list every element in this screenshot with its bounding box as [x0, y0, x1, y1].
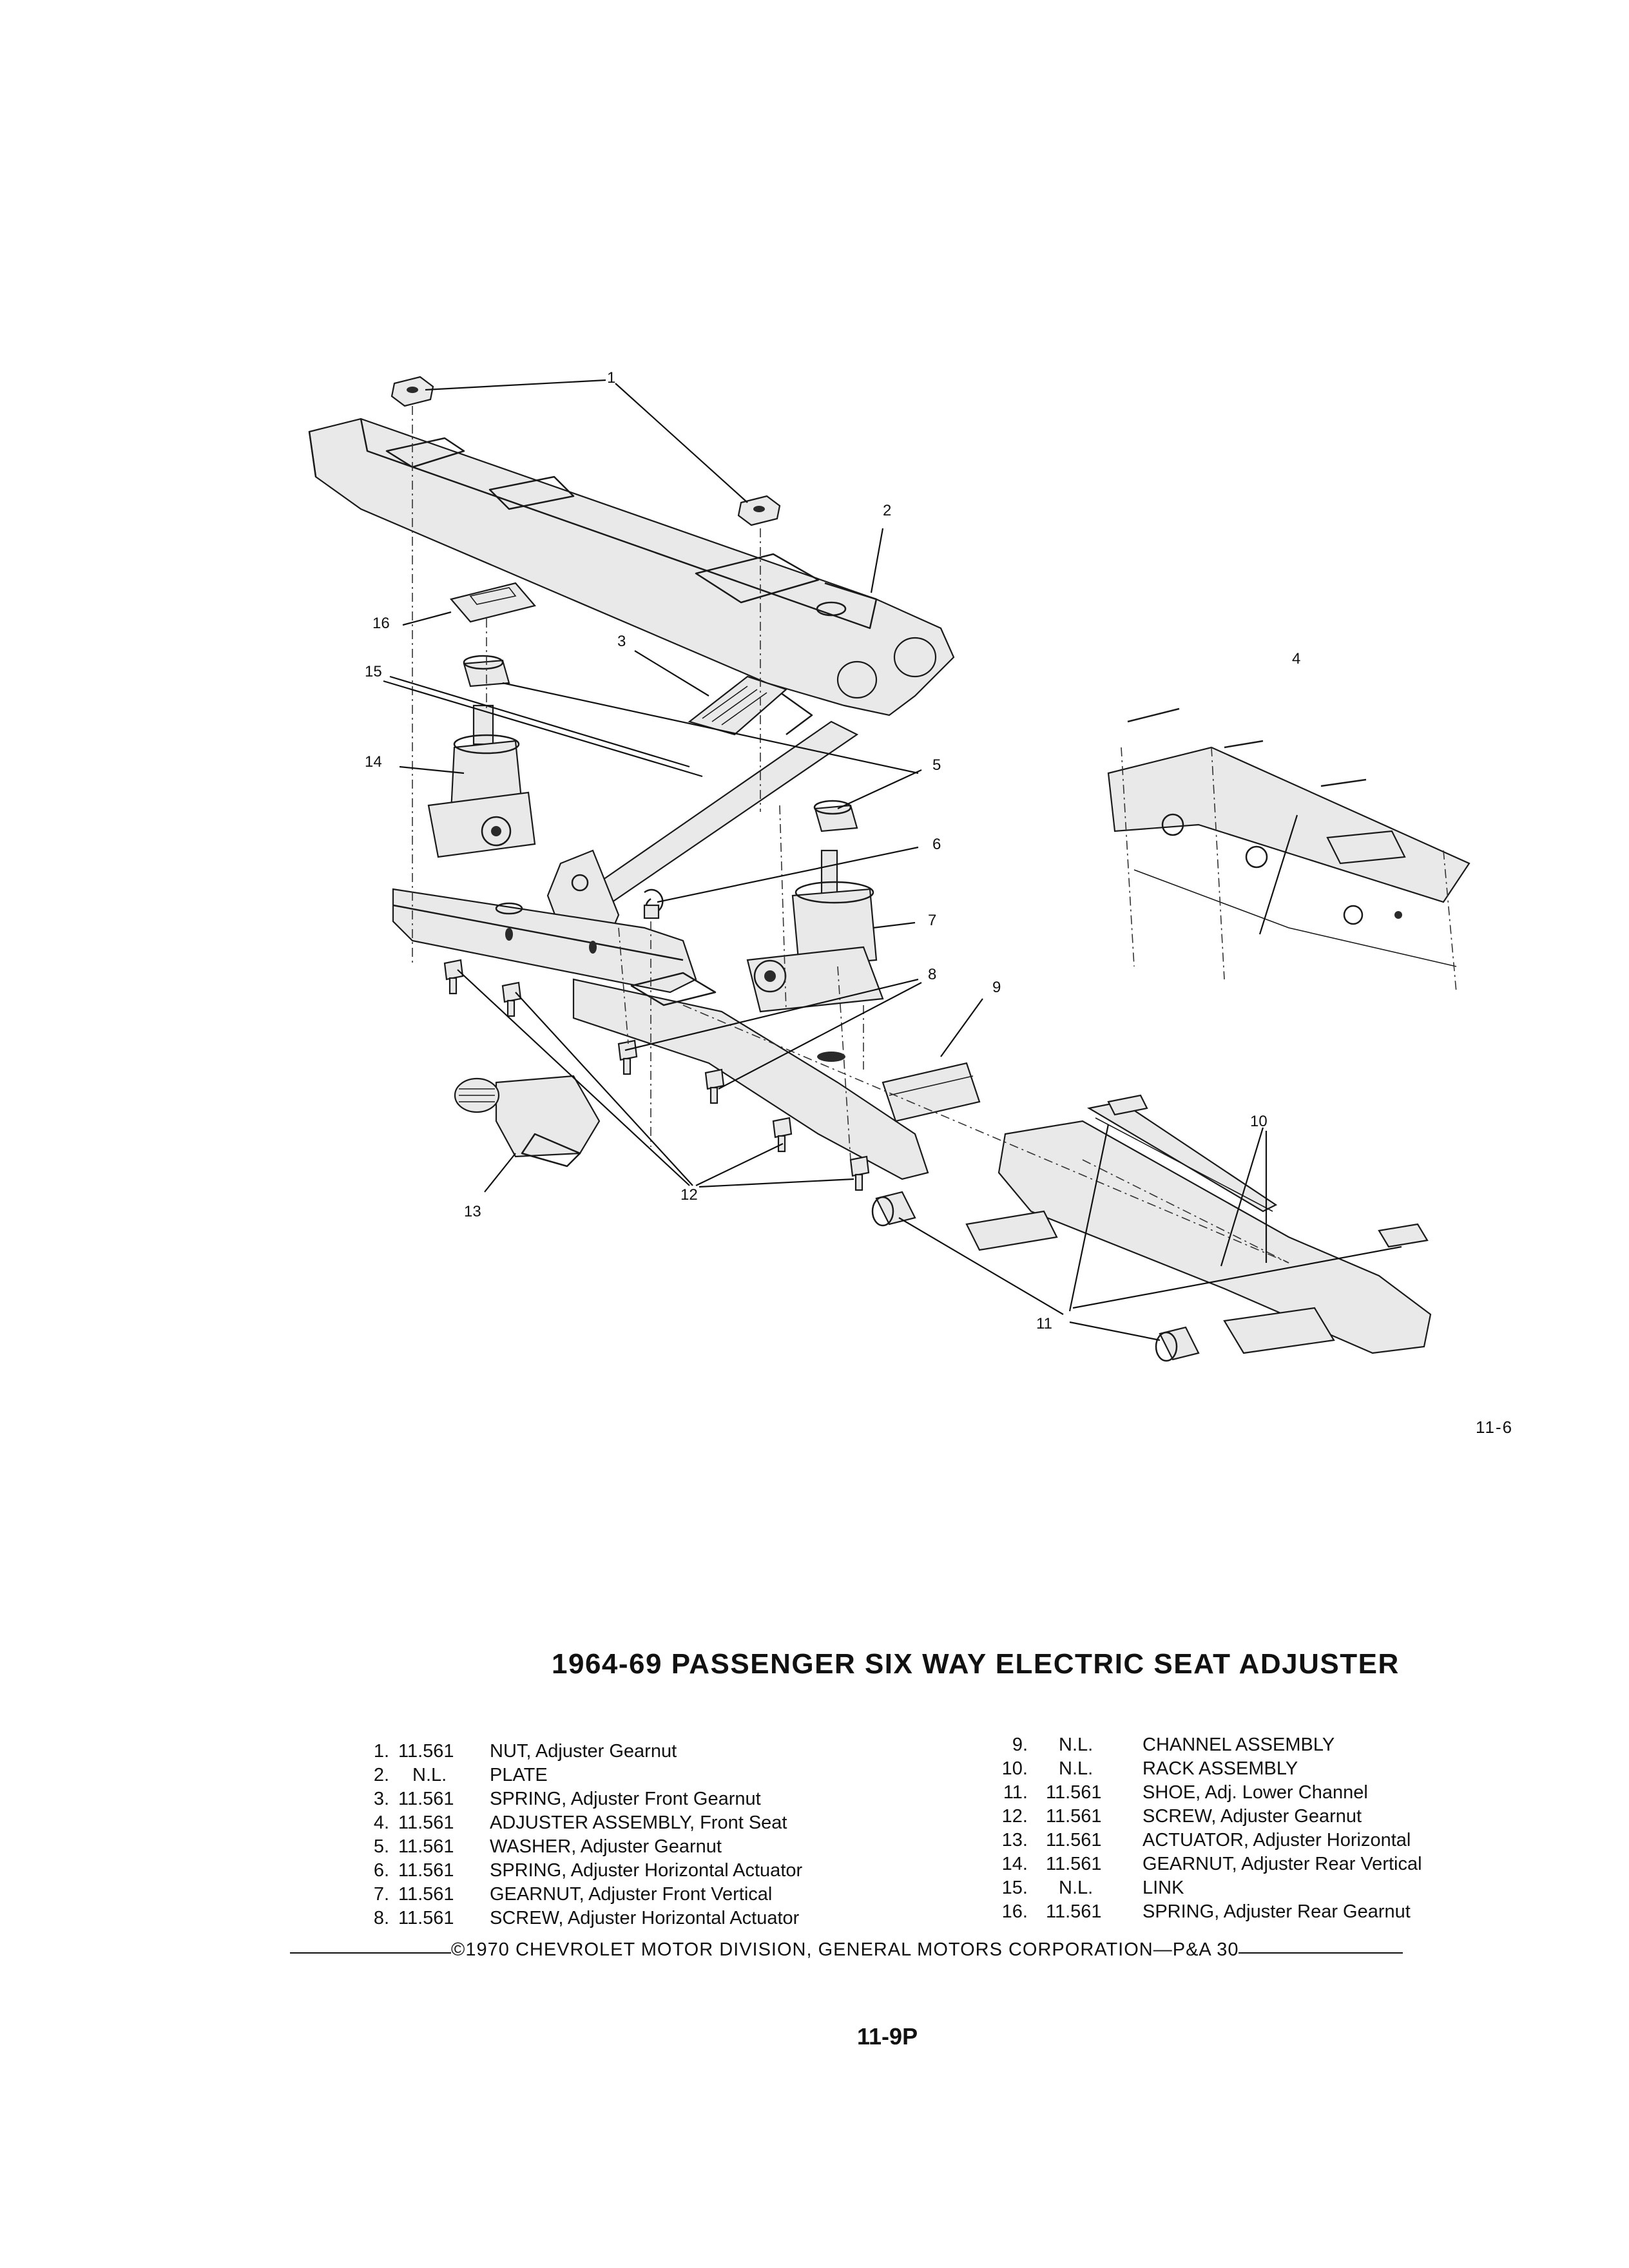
washer-right	[813, 800, 858, 832]
upper-frame-plate	[308, 418, 955, 735]
callout-15: 15	[365, 663, 382, 680]
assembly-centerlines	[412, 406, 1289, 1264]
parts-list-row: 10.N.L.RACK ASSEMBLY	[1001, 1758, 1298, 1779]
callout-4: 4	[1292, 650, 1300, 668]
rear-vertical-gearnut	[427, 704, 536, 858]
callout-5: 5	[932, 756, 941, 774]
channel-assembly	[882, 1062, 981, 1122]
page-title: 1964-69 PASSENGER SIX WAY ELECTRIC SEAT …	[552, 1648, 1400, 1680]
callout-9: 9	[992, 979, 1001, 996]
copyright-rule-left	[290, 1952, 451, 1954]
leader-lines	[383, 379, 1402, 1341]
front-vertical-gearnut	[746, 849, 884, 1013]
callout-16: 16	[372, 615, 390, 632]
adjuster-assembly-inset	[1107, 707, 1470, 993]
copyright-line: ©1970 CHEVROLET MOTOR DIVISION, GENERAL …	[290, 1939, 1527, 1961]
horizontal-actuator	[454, 1075, 601, 1168]
gearnut-nut-right	[737, 495, 781, 526]
parts-list-row: 9.N.L.CHANNEL ASSEMBLY	[1012, 1735, 1335, 1755]
page-number: 11-9P	[857, 2023, 918, 2050]
rear-gearnut-spring-plate	[450, 582, 536, 623]
callout-12: 12	[680, 1186, 698, 1204]
callout-13: 13	[464, 1203, 481, 1220]
figure-reference: 11-6	[1476, 1418, 1514, 1437]
callout-1: 1	[607, 369, 615, 387]
callout-labels: 1 2 3 4 5 6 7 8 9 10 11 12 13 14 15 16	[365, 369, 1300, 1332]
callout-3: 3	[617, 633, 626, 650]
parts-list-row: 15.N.L.LINK	[1001, 1878, 1184, 1898]
callout-8: 8	[928, 966, 936, 983]
lower-track-and-rack	[871, 1094, 1432, 1362]
horizontal-actuator-spring	[643, 889, 664, 919]
callout-11: 11	[1036, 1315, 1052, 1332]
callout-7: 7	[928, 912, 936, 929]
washer-left	[463, 655, 510, 687]
gearnut-nut-left	[390, 376, 434, 407]
parts-list-row: 2.N.L.PLATE	[373, 1765, 548, 1785]
exploded-parts-diagram: 1 2 3 4 5 6 7 8 9 10 11 12 13 14 15 16	[308, 369, 1470, 1362]
adjuster-base-channel	[392, 888, 929, 1180]
parts-list-right: 9.N.L.CHANNEL ASSEMBLY 10.N.L.RACK ASSEM…	[989, 1733, 1422, 1924]
copyright-rule-right	[1239, 1952, 1403, 1954]
callout-10: 10	[1250, 1113, 1268, 1130]
copyright-text: ©1970 CHEVROLET MOTOR DIVISION, GENERAL …	[451, 1939, 1239, 1960]
front-gearnut-spring	[688, 675, 788, 736]
callout-2: 2	[883, 502, 891, 519]
callout-6: 6	[932, 836, 941, 853]
callout-14: 14	[365, 753, 382, 771]
